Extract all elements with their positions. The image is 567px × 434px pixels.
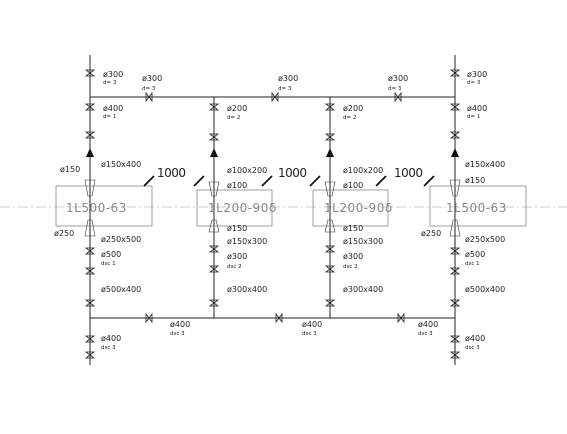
unit-label-2: 1L200-90δ: [208, 201, 277, 215]
spacing-label-2: 1000: [278, 166, 307, 180]
u2-label-150: ø150: [227, 224, 247, 233]
u4-label-d3: d= 3: [467, 80, 481, 86]
u4-label-500x400: ø500x400: [465, 285, 505, 294]
u3-label-100x200: ø100x200: [343, 166, 383, 175]
dim-tick-1: [143, 175, 155, 187]
unit-label-1: 1L500-63: [66, 201, 127, 215]
u4-label-400: ø400: [467, 104, 487, 113]
u1-label-300: ø300: [103, 70, 123, 79]
u4-label-300: ø300: [467, 70, 487, 79]
u2-label-300x400: ø300x400: [227, 285, 267, 294]
u4-label-dsc3: dsc 3: [465, 345, 480, 351]
u4-label-150: ø150: [465, 176, 485, 185]
u2-label-d2: d= 2: [227, 115, 240, 121]
u4-label-250: ø250: [421, 229, 441, 238]
u4-label-d1: d= 1: [467, 114, 480, 120]
bot-label-400b: ø400: [302, 320, 322, 329]
spacing-label-1: 1000: [157, 166, 186, 180]
reducers: [84, 179, 461, 237]
u2-label-300: ø300: [227, 252, 247, 261]
u4-label-dsc1: dsc 1: [465, 261, 480, 267]
top-label-300c: ø300: [388, 74, 408, 83]
bot-label-400a: ø400: [170, 320, 190, 329]
u4-label-400b: ø400: [465, 334, 485, 343]
u1-label-dsc3: dsc 3: [101, 345, 116, 351]
u4-label-150x400: ø150x400: [465, 160, 505, 169]
u3-label-300: ø300: [343, 252, 363, 261]
u3-label-150x300: ø150x300: [343, 237, 383, 246]
bot-label-dsc3a: dsc 3: [170, 331, 185, 337]
u1-label-250x500: ø250x500: [101, 235, 141, 244]
u3-label-100: ø100: [343, 181, 363, 190]
flow-arrow-3: [326, 148, 334, 157]
u2-label-150x300: ø150x300: [227, 237, 267, 246]
top-label-d3b: d= 3: [278, 86, 292, 92]
u2-label-200: ø200: [227, 104, 247, 113]
u1-label-dsc1: dsc 1: [101, 261, 116, 267]
dim-tick-2: [193, 175, 205, 187]
u2-label-100: ø100: [227, 181, 247, 190]
u1-label-150: ø150: [60, 165, 80, 174]
unit-box-3: [312, 189, 389, 227]
u1-label-d3: d= 3: [103, 80, 117, 86]
bot-label-dsc3b: dsc 3: [302, 331, 317, 337]
u1-label-500x400: ø500x400: [101, 285, 141, 294]
unit-label-4: 1L500-63: [446, 201, 507, 215]
u2-label-dsc2: dsc 2: [227, 264, 242, 270]
dim-tick-4: [309, 175, 321, 187]
u3-label-150: ø150: [343, 224, 363, 233]
u4-label-250x500: ø250x500: [465, 235, 505, 244]
u2-label-100x200: ø100x200: [227, 166, 267, 175]
u1-label-150x400: ø150x400: [101, 160, 141, 169]
dim-tick-6: [423, 175, 435, 187]
bot-label-dsc3c: dsc 3: [418, 331, 433, 337]
spacing-label-3: 1000: [394, 166, 423, 180]
unit-box-1: [55, 185, 153, 227]
unit-box-2: [196, 189, 273, 227]
dim-tick-5: [375, 175, 387, 187]
valve-symbols: [84, 69, 461, 359]
u3-label-200: ø200: [343, 104, 363, 113]
flow-arrow-1: [86, 148, 94, 157]
u3-label-300x400: ø300x400: [343, 285, 383, 294]
u1-label-400b: ø400: [101, 334, 121, 343]
flow-arrow-4: [451, 148, 459, 157]
u1-label-250: ø250: [54, 229, 74, 238]
bot-label-400c: ø400: [418, 320, 438, 329]
u3-label-d2: d= 2: [343, 115, 356, 121]
dim-tick-3: [261, 175, 273, 187]
flow-arrow-2: [210, 148, 218, 157]
unit-box-4: [429, 185, 527, 227]
top-label-300b: ø300: [278, 74, 298, 83]
top-label-d3a: d= 3: [142, 86, 156, 92]
top-label-300a: ø300: [142, 74, 162, 83]
u1-label-500: ø500: [101, 250, 121, 259]
u1-label-d1: d= 1: [103, 114, 116, 120]
u3-label-dsc2: dsc 2: [343, 264, 358, 270]
unit-label-3: 1L200-90δ: [324, 201, 393, 215]
top-label-d3c: d= 3: [388, 86, 402, 92]
u1-label-400: ø400: [103, 104, 123, 113]
u4-label-500: ø500: [465, 250, 485, 259]
